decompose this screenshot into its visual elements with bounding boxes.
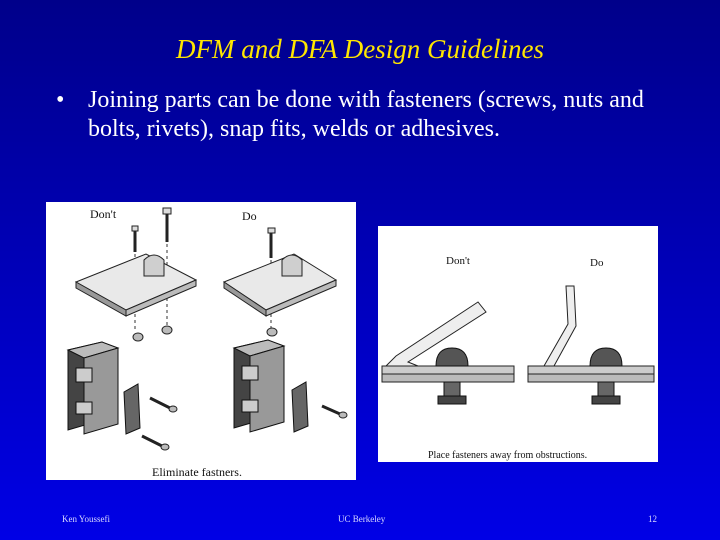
- fastener-placement-drawing: Don't Do Place fasteners away from obstr…: [381, 255, 655, 461]
- label-do: Do: [242, 209, 257, 223]
- nut-icon: [161, 325, 173, 335]
- bent-plate-icon: [543, 285, 577, 367]
- label-do: Do: [590, 257, 604, 269]
- nut-icon: [266, 327, 278, 337]
- slide-number: 12: [648, 514, 657, 524]
- label-dont: Don't: [90, 207, 117, 221]
- base-plate-icon: [222, 253, 338, 311]
- base-plate-icon: [74, 253, 198, 311]
- bolt-icon: [589, 347, 623, 405]
- figure-caption: Eliminate fastners.: [152, 465, 242, 479]
- screw-icon: [267, 227, 276, 258]
- bracket-icon: [281, 254, 303, 277]
- box-icon: [232, 339, 286, 433]
- footer-institution: UC Berkeley: [338, 514, 386, 524]
- slide-title: DFM and DFA Design Guidelines: [176, 34, 544, 64]
- screw-icon: [131, 207, 172, 252]
- footer-author: Ken Youssefi: [62, 514, 111, 524]
- box-icon: [66, 341, 120, 435]
- screw-icon: [321, 404, 348, 419]
- screw-icon: [141, 396, 178, 451]
- angled-plate-icon: [384, 301, 487, 367]
- eliminate-fasteners-drawing: Don't Do: [66, 207, 348, 479]
- figure-caption: Place fasteners away from obstructions.: [428, 450, 587, 461]
- bullet-symbol: •: [56, 87, 65, 113]
- bolt-icon: [435, 347, 469, 405]
- fastener-placement-figure: Don't Do Place fasteners away from obstr…: [378, 226, 658, 462]
- latch-icon: [123, 383, 141, 435]
- nut-icon: [132, 332, 144, 342]
- eliminate-fasteners-figure: Don't Do: [46, 202, 356, 480]
- latch-icon: [291, 381, 309, 433]
- bullet-text: Joining parts can be done with fasteners…: [88, 87, 644, 142]
- label-dont: Don't: [446, 255, 470, 267]
- bracket-icon: [143, 254, 165, 277]
